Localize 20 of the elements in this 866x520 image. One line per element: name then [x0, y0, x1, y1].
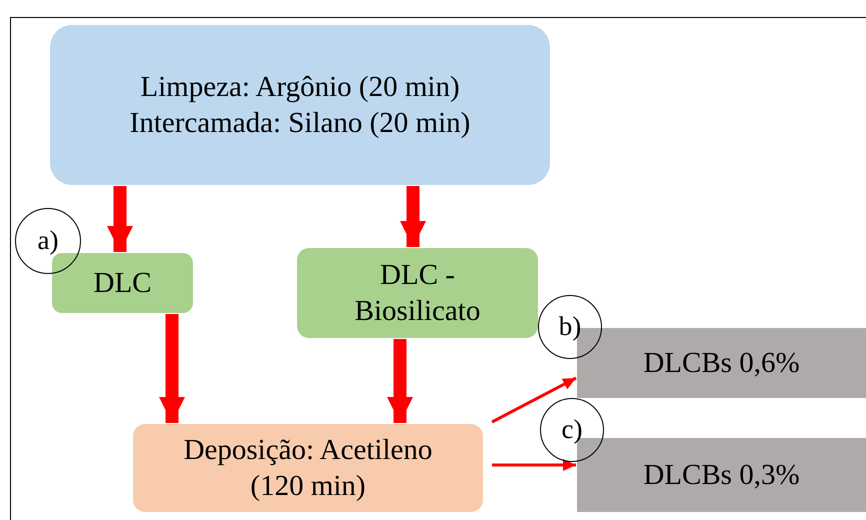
- node-label: Intercamada: Silano (20 min): [130, 106, 470, 141]
- node-label: Deposição: Acetileno (120 min): [182, 432, 434, 504]
- arrow: [491, 376, 577, 424]
- process-box: [297, 248, 538, 338]
- arrow: [107, 186, 133, 252]
- circle-label: b): [558, 310, 582, 344]
- circle-label: c): [562, 413, 582, 446]
- node-label: DLCBs 0,3%: [643, 458, 800, 493]
- arrow: [387, 339, 413, 423]
- arrow: [400, 186, 426, 247]
- process-box: [50, 25, 550, 185]
- arrow: [159, 314, 185, 423]
- process-box: [133, 424, 483, 512]
- process-box: [52, 253, 193, 313]
- node-label: Limpeza: Argônio (20 min): [140, 70, 460, 105]
- arrow: [492, 459, 576, 471]
- node-label: DLCBs 0,6%: [643, 346, 800, 381]
- node-label: DLC - Biosilicato: [354, 258, 482, 329]
- circle-label: a): [38, 224, 58, 258]
- node-label: DLC: [94, 266, 152, 301]
